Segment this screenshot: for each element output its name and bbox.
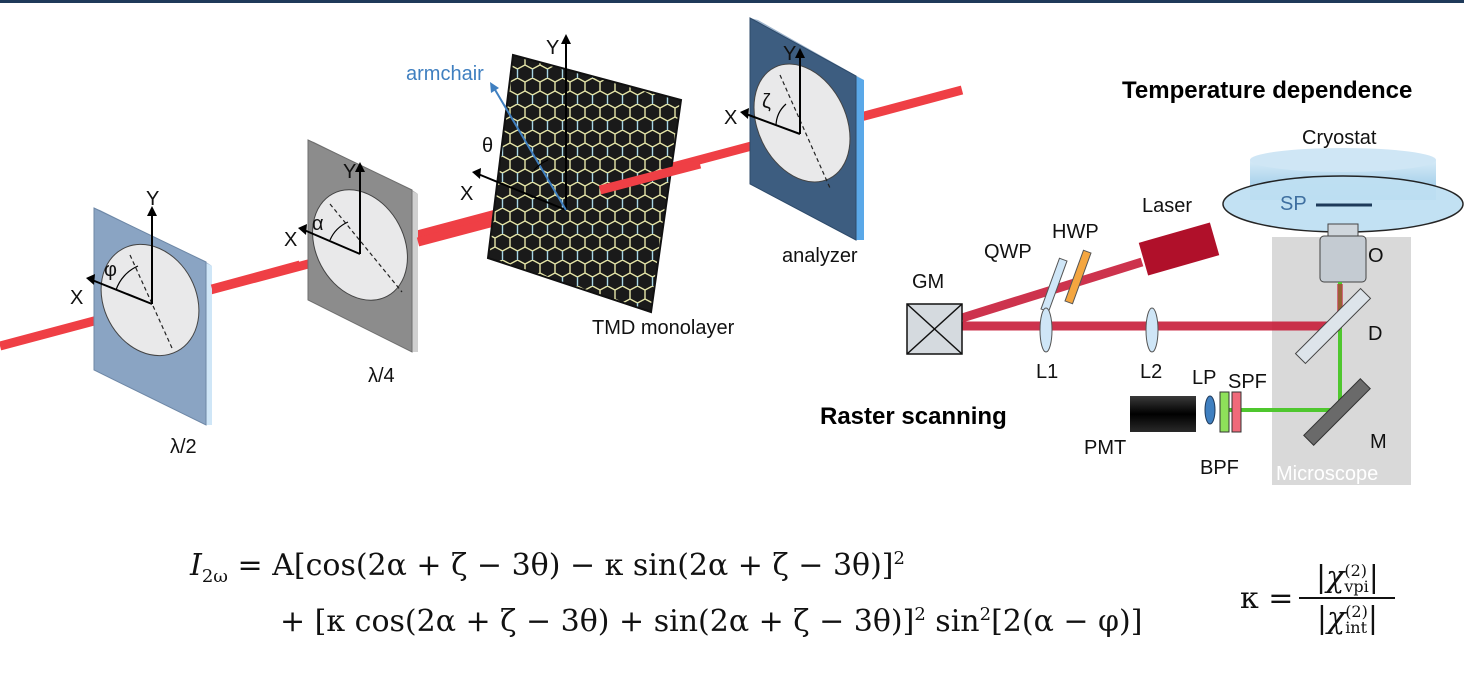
axis-x-quarter: X [284, 229, 297, 251]
angle-phi: φ [104, 259, 117, 281]
half-wave-label: λ/2 [170, 436, 197, 458]
mirror-label: M [1370, 431, 1387, 453]
eq-lhs: I [190, 548, 202, 583]
objective-label: O [1368, 245, 1384, 267]
eq-line2-sup: 2 [914, 604, 926, 625]
angle-zeta: ζ [762, 91, 771, 113]
cryostat-label: Cryostat [1302, 127, 1377, 149]
angle-alpha: α [312, 213, 324, 235]
kappa-denominator: |χ(2)int| [1313, 601, 1382, 636]
sp-label: SP [1280, 193, 1307, 215]
lens-l1 [1039, 307, 1053, 353]
header-bar [0, 0, 1464, 3]
temperature-title: Temperature dependence [1122, 77, 1412, 104]
eq-line2-sin: sin [925, 604, 980, 639]
axis-x-half: X [70, 287, 83, 309]
num-sub: vpi [1344, 577, 1369, 596]
eq-line1-text: = A[cos(2α + ζ − 3θ) − κ sin(2α + ζ − 3θ… [228, 548, 894, 583]
eq-line2-text: + [κ cos(2α + ζ − 3θ) + sin(2α + ζ − 3θ)… [280, 604, 915, 639]
pmt-label: PMT [1084, 437, 1126, 459]
microscope-label: Microscope [1276, 463, 1378, 485]
cryostat [1222, 148, 1464, 233]
analyzer-label: analyzer [782, 245, 858, 267]
laser-source [1138, 222, 1220, 276]
axis-x-sample: X [460, 183, 473, 205]
lp-filter [1204, 395, 1216, 425]
kappa-definition: κ = |χ(2)vpi| |χ(2)int| [1240, 560, 1396, 636]
lens-l2 [1145, 307, 1159, 353]
pmt-detector [1130, 396, 1196, 432]
num-chi: |χ [1316, 560, 1345, 595]
gm-label: GM [912, 271, 944, 293]
bpf-label: BPF [1200, 457, 1239, 479]
kappa-symbol: κ = [1240, 580, 1294, 616]
galvo-mirror [906, 303, 963, 355]
mirror-m [1303, 378, 1371, 446]
qwp-label: QWP [984, 241, 1032, 263]
objective-lens [1319, 223, 1367, 283]
axis-y-analyzer: Y [783, 43, 796, 65]
axis-y-half: Y [146, 188, 159, 210]
hwp-label: HWP [1052, 221, 1099, 243]
equation-line-2: + [κ cos(2α + ζ − 3θ) + sin(2α + ζ − 3θ)… [280, 604, 1142, 639]
raster-title: Raster scanning [820, 403, 1007, 430]
num-end: | [1368, 560, 1379, 595]
axis-y-quarter: Y [343, 161, 356, 183]
analyzer [740, 17, 864, 241]
den-sub: int [1345, 618, 1368, 637]
sample-label: TMD monolayer [592, 317, 735, 339]
hwp-element [1064, 249, 1092, 305]
half-wave-plate [86, 206, 212, 426]
spf-label: SPF [1228, 371, 1267, 393]
dichroic-label: D [1368, 323, 1382, 345]
den-sup: (2) [1345, 602, 1368, 621]
axis-x-analyzer: X [724, 107, 737, 129]
angle-theta: θ [482, 135, 493, 157]
l2-label: L2 [1140, 361, 1162, 383]
laser-label: Laser [1142, 195, 1192, 217]
den-chi: |χ [1316, 601, 1346, 636]
eq-lhs-sub: 2ω [201, 566, 228, 587]
quarter-wave-plate [298, 139, 418, 353]
eq-line1-sup: 2 [893, 548, 905, 569]
dichroic-mirror [1294, 287, 1372, 365]
armchair-label: armchair [406, 63, 484, 85]
eq-line2-end: [2(α − φ)] [991, 604, 1143, 639]
tmd-monolayer [472, 34, 683, 314]
num-sup: (2) [1344, 561, 1367, 580]
l1-label: L1 [1036, 361, 1058, 383]
quarter-wave-label: λ/4 [368, 365, 395, 387]
eq-line2-sup2: 2 [979, 604, 992, 625]
axis-y-sample: Y [546, 37, 559, 59]
kappa-numerator: |χ(2)vpi| [1312, 560, 1383, 595]
kappa-fraction: |χ(2)vpi| |χ(2)int| [1299, 560, 1396, 636]
fraction-bar [1299, 597, 1396, 599]
lp-label: LP [1192, 367, 1216, 389]
den-end: | [1367, 601, 1378, 636]
spf-filter [1231, 391, 1242, 433]
equation-line-1: I2ω = A[cos(2α + ζ − 3θ) − κ sin(2α + ζ … [190, 548, 905, 587]
bpf-filter [1219, 391, 1230, 433]
